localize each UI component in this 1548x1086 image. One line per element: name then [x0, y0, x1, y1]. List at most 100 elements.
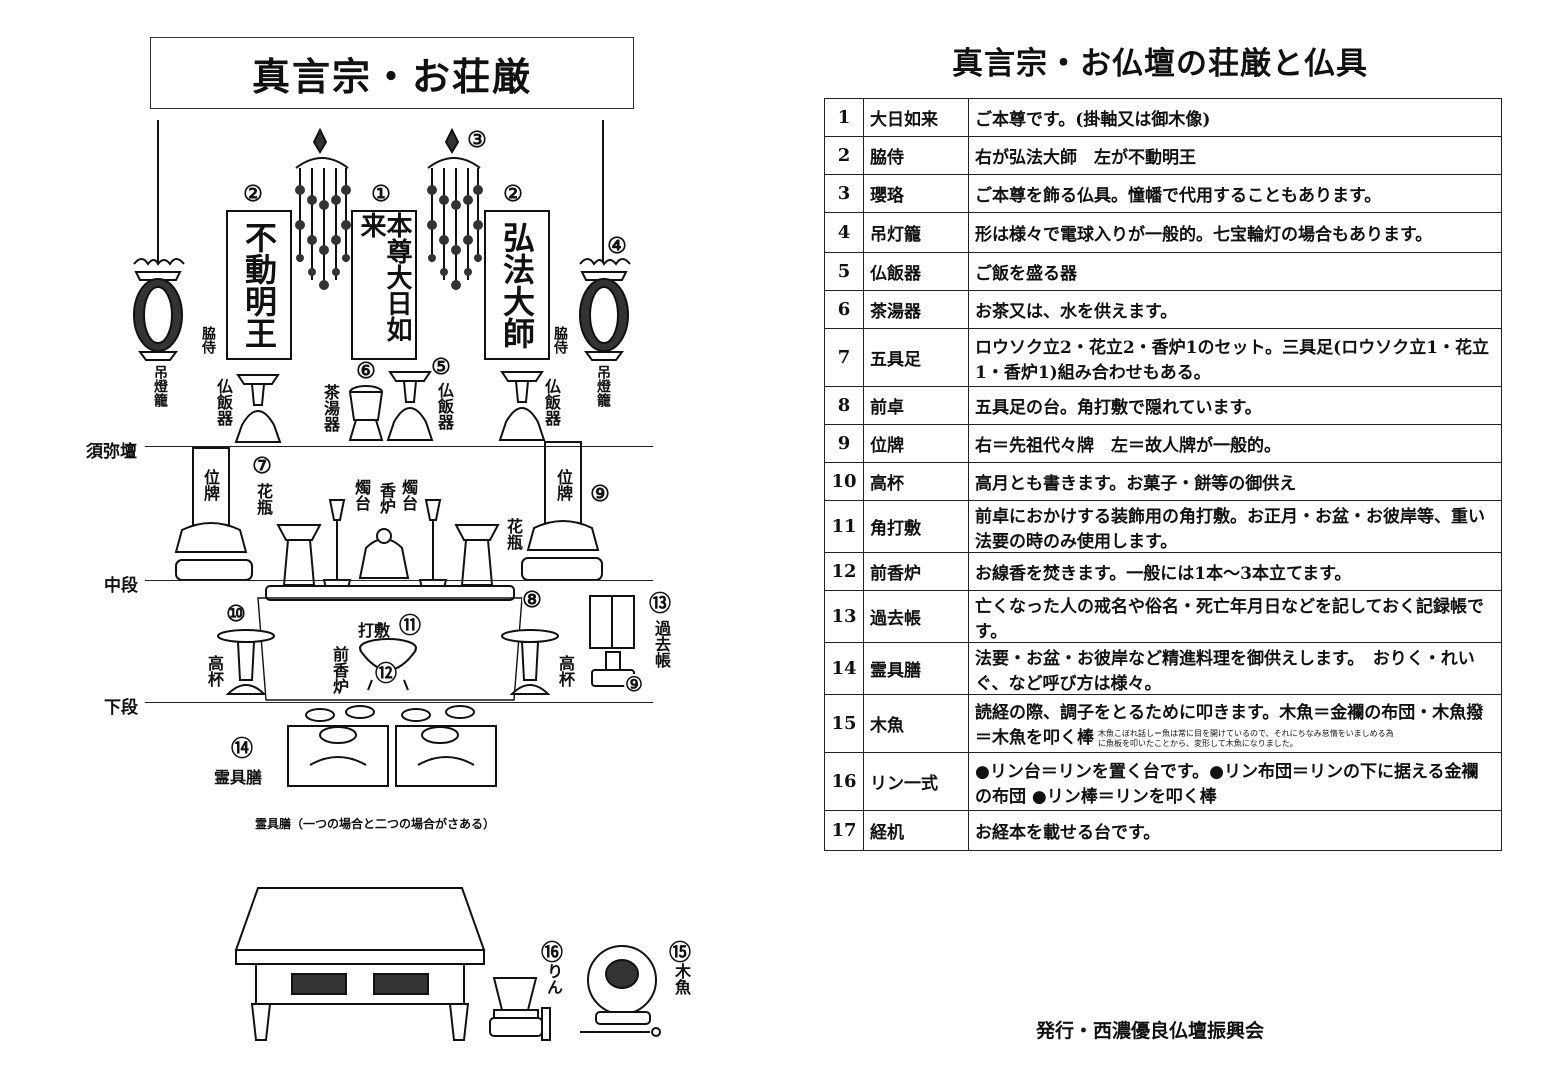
- item-description-text: ●リン台＝リンを置く台です。●リン布団＝リンの下に据える金襴の布団 ●リン棒＝リ…: [975, 761, 1479, 807]
- item-number: 4: [824, 212, 864, 253]
- label-kabin-left: 花瓶: [254, 483, 273, 515]
- label-kabin-right: 花瓶: [504, 518, 523, 550]
- item-name: 吊灯籠: [863, 212, 969, 253]
- sign-honzon-dainichi: 本尊大日如来: [351, 210, 417, 360]
- item-number: 8: [824, 386, 864, 425]
- item-name: 位牌: [863, 424, 969, 463]
- label-kakocho: 過去帳: [652, 620, 671, 668]
- item-name: 前卓: [863, 386, 969, 425]
- gedan-label: 下段: [104, 698, 138, 718]
- item-description: 読経の際、調子をとるために叩きます。木魚＝金襴の布団・木魚撥＝木魚を叩く棒木魚こ…: [968, 694, 1502, 753]
- item-description-text: 高月とも書きます。お菓子・餅等の御供え: [975, 474, 1297, 494]
- label-buppanki-center: 仏飯器: [435, 382, 454, 430]
- shumidan-line: [145, 446, 653, 447]
- item-description-text: お経本を載せる台です。: [975, 823, 1161, 843]
- label-takatsuki-left: 高杯: [205, 655, 224, 687]
- item-name: 五具足: [863, 328, 969, 387]
- item-description: ロウソク立2・花立2・香炉1のセット。三具足(ロウソク立1・花立1・香炉1)組み…: [968, 328, 1502, 387]
- num-15: ⑮: [669, 940, 692, 966]
- item-description-text: お茶又は、水を供えます。: [975, 302, 1178, 322]
- left-title: 真言宗・お荘厳: [150, 37, 634, 109]
- item-description: お茶又は、水を供えます。: [968, 290, 1502, 329]
- label-tsuritoro-left: 吊燈籠: [152, 365, 168, 407]
- item-number: 13: [824, 590, 864, 643]
- item-description-text: ご飯を盛る器: [975, 264, 1077, 284]
- publisher-footer: 発行・西濃優良仏壇振興会: [1036, 1020, 1265, 1042]
- ryogusen-caption: 霊具膳（一つの場合と二つの場合がさある）: [255, 817, 496, 831]
- item-description: 右が弘法大師 左が不動明王: [968, 136, 1502, 175]
- item-name: 茶湯器: [863, 290, 969, 329]
- item-description-text: お線香を焚きます。一般には1本〜3本立てます。: [975, 564, 1352, 584]
- item-description-text: 亡くなった人の戒名や俗名・死亡年月日などを記しておく記録帳です。: [975, 596, 1484, 642]
- num-4: ④: [607, 233, 627, 259]
- item-description: 五具足の台。角打敷で隠れています。: [968, 386, 1502, 425]
- item-description: ご本尊です。(掛軸又は御木像): [968, 98, 1502, 137]
- num-7: ⑦: [252, 453, 272, 479]
- item-name: 大日如来: [863, 98, 969, 137]
- label-shokudai-left: 燭台: [352, 479, 371, 511]
- item-description-text: ロウソク立2・花立2・香炉1のセット。三具足(ロウソク立1・花立1・香炉1)組み…: [975, 337, 1490, 383]
- item-description: 前卓におかけする装飾用の角打敷。お正月・お盆・お彼岸等、重い法要の時のみ使用しま…: [968, 500, 1502, 553]
- item-description-text: 五具足の台。角打敷で隠れています。: [975, 398, 1262, 418]
- item-description: 亡くなった人の戒名や俗名・死亡年月日などを記しておく記録帳です。: [968, 590, 1502, 643]
- num-9-small: ⑨: [624, 672, 644, 696]
- item-description: ご本尊を飾る仏具。憧幡で代用することもあります。: [968, 174, 1502, 213]
- item-description-text: 右＝先祖代々牌 左＝故人牌が一般的。: [975, 436, 1281, 456]
- item-number: 7: [824, 328, 864, 387]
- num-2-left: ②: [243, 181, 263, 207]
- item-name: 霊具膳: [863, 642, 969, 695]
- altar-illustration: [133, 120, 661, 1041]
- item-name: 木魚: [863, 694, 969, 753]
- num-12: ⑫: [375, 661, 398, 687]
- item-description-text: 形は様々で電球入りが一般的。七宝輪灯の場合もあります。: [975, 225, 1433, 245]
- item-description-text: 法要・お盆・お彼岸など精進料理を御供えします。 おりく・れいぐ、など呼び方は様々…: [975, 648, 1475, 694]
- num-1: ①: [371, 181, 391, 207]
- num-13: ⑬: [649, 591, 672, 617]
- label-uchishiki: 打敷: [358, 621, 391, 640]
- item-description: 高月とも書きます。お菓子・餅等の御供え: [968, 462, 1502, 501]
- num-3: ③: [467, 127, 487, 153]
- label-wakiji-left: 脇侍: [200, 326, 216, 354]
- item-number: 12: [824, 552, 864, 591]
- chudan-label: 中段: [104, 576, 138, 596]
- item-name: 瓔珞: [863, 174, 969, 213]
- item-name: 高杯: [863, 462, 969, 501]
- item-description: 形は様々で電球入りが一般的。七宝輪灯の場合もあります。: [968, 212, 1502, 253]
- num-6: ⑥: [356, 358, 376, 384]
- item-description-text: 右が弘法大師 左が不動明王: [975, 148, 1196, 168]
- item-number: 2: [824, 136, 864, 175]
- label-ihai-left: 位牌: [201, 469, 220, 501]
- item-number: 5: [824, 252, 864, 291]
- item-name: 角打敷: [863, 500, 969, 553]
- num-2-right: ②: [503, 181, 523, 207]
- chudan-line: [145, 580, 653, 581]
- item-name: 脇侍: [863, 136, 969, 175]
- gedan-line: [145, 702, 653, 703]
- item-name: 前香炉: [863, 552, 969, 591]
- label-ihai-right: 位牌: [554, 469, 573, 501]
- num-14: ⑭: [231, 736, 254, 762]
- item-description-text: ご本尊です。(掛軸又は御木像): [975, 110, 1211, 130]
- item-number: 1: [824, 98, 864, 137]
- sign-kobo-daishi: 弘法大師: [484, 210, 550, 360]
- label-chatoki: 茶湯器: [321, 384, 340, 432]
- right-title: 真言宗・お仏壇の荘厳と仏具: [952, 46, 1368, 82]
- num-8: ⑧: [522, 587, 542, 613]
- item-description: ●リン台＝リンを置く台です。●リン布団＝リンの下に据える金襴の布団 ●リン棒＝リ…: [968, 752, 1502, 811]
